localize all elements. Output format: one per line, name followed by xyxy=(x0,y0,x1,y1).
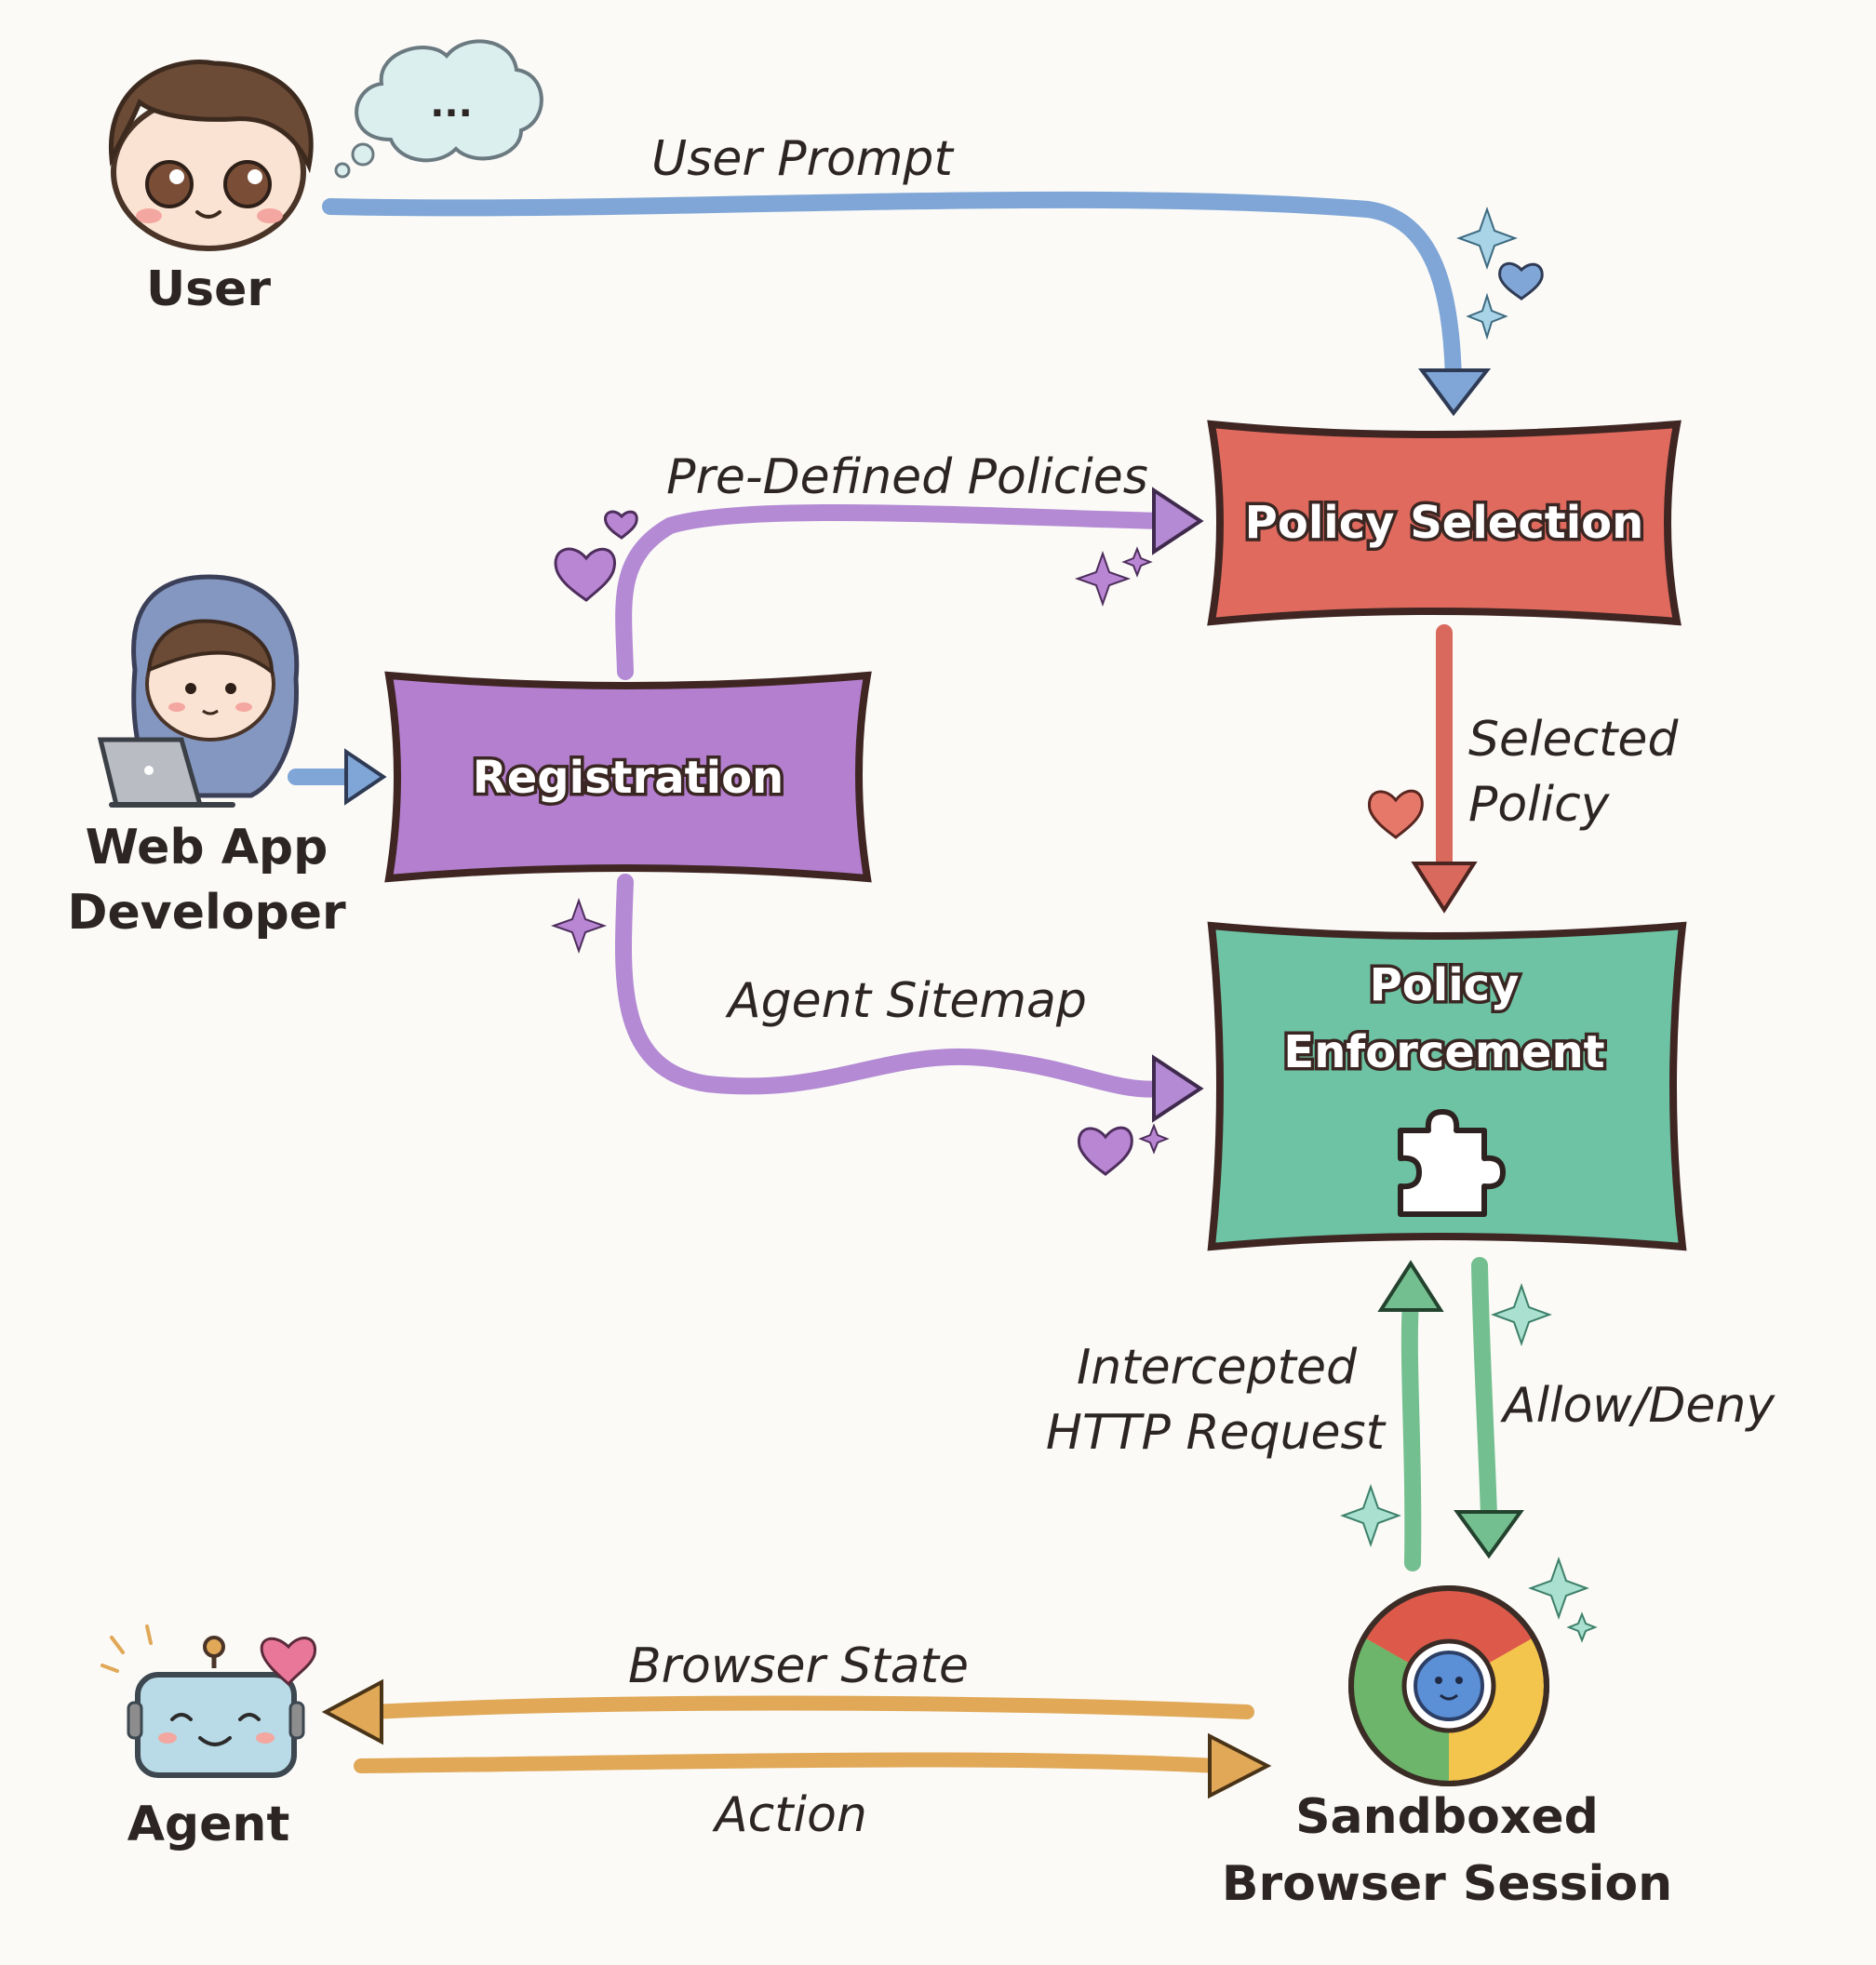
action-line xyxy=(354,1752,1226,1773)
browser-label-line2: Browser Session xyxy=(1222,1856,1672,1912)
allow-deny-label: Allow/Deny xyxy=(1500,1378,1776,1434)
developer-label-line1: Web App xyxy=(86,820,328,876)
sparkle-icon xyxy=(1138,1123,1170,1155)
intercepted-request-arrowhead xyxy=(1377,1260,1444,1312)
pre-defined-policies-arrow xyxy=(615,487,1204,680)
browser-state-arrow xyxy=(321,1678,1254,1745)
allow-deny-line xyxy=(1471,1257,1497,1525)
thought-bubble-text: ... xyxy=(430,83,473,126)
robot-agent-icon xyxy=(100,1624,305,1778)
allow-deny-arrowhead xyxy=(1454,1510,1524,1559)
heart-icon xyxy=(1078,1126,1133,1176)
heart-icon xyxy=(1368,789,1424,839)
intercepted-request-arrow xyxy=(1377,1260,1444,1571)
thought-bubble: ... xyxy=(334,39,543,179)
selected-policy-label-line2: Policy xyxy=(1468,777,1611,833)
sparkle-icon xyxy=(1466,292,1508,341)
sparkle-icon xyxy=(1074,550,1132,608)
browser-label-line1: Sandboxed xyxy=(1295,1789,1599,1845)
sparkle-icon xyxy=(1528,1556,1589,1621)
agent-label: Agent xyxy=(127,1797,290,1852)
sparkle-icon xyxy=(1121,546,1153,578)
chrome-browser-icon xyxy=(1348,1585,1549,1786)
action-arrowhead xyxy=(1208,1732,1272,1799)
registration-box xyxy=(384,671,872,883)
browser-actor: Sandboxed Browser Session xyxy=(1222,1585,1672,1912)
sparkle-icon xyxy=(1340,1483,1401,1548)
policy-enforcement-label-line2: Enforcement xyxy=(1283,1026,1604,1078)
policy-enforcement-node: Policy Enforcement xyxy=(1207,921,1687,1251)
pre-defined-policies-arrowhead xyxy=(1152,487,1204,555)
sparkle-icon xyxy=(550,897,608,955)
user-avatar-icon xyxy=(109,60,314,251)
heart-icon xyxy=(260,1637,316,1687)
policy-enforcement-label-line1: Policy xyxy=(1370,959,1520,1011)
heart-icon xyxy=(554,547,616,602)
user-prompt-label: User Prompt xyxy=(651,131,954,187)
agent-sitemap-line xyxy=(614,874,1172,1098)
heart-icon xyxy=(1498,261,1544,301)
registration-label: Registration xyxy=(473,752,784,804)
browser-state-arrowhead xyxy=(321,1678,383,1745)
developer-avatar-icon xyxy=(97,574,300,808)
sparkle-icon xyxy=(1491,1282,1552,1347)
developer-label-line2: Developer xyxy=(67,885,346,941)
user-actor: ... User xyxy=(109,39,543,317)
registration-node: Registration xyxy=(384,671,872,883)
action-label: Action xyxy=(712,1787,867,1843)
sparkle-icon xyxy=(1566,1611,1598,1643)
user-prompt-line xyxy=(322,191,1462,390)
user-prompt-arrow xyxy=(322,191,1492,417)
browser-state-label: Browser State xyxy=(628,1638,969,1694)
selected-policy-arrow xyxy=(1411,624,1478,914)
browser-state-line xyxy=(365,1695,1254,1719)
action-arrow xyxy=(354,1732,1272,1799)
intercepted-request-label-line1: Intercepted xyxy=(1077,1340,1358,1396)
user-label: User xyxy=(146,261,271,317)
pre-defined-policies-line xyxy=(615,503,1172,680)
policy-enforcement-box xyxy=(1207,921,1687,1251)
user-prompt-arrowhead xyxy=(1418,368,1492,417)
policy-selection-box xyxy=(1207,420,1682,626)
allow-deny-arrow xyxy=(1454,1257,1524,1559)
selected-policy-arrowhead xyxy=(1411,862,1478,914)
developer-to-registration-arrowhead xyxy=(344,748,387,806)
agent-sitemap-arrowhead xyxy=(1152,1054,1204,1123)
intercepted-request-line xyxy=(1400,1294,1422,1571)
intercepted-request-label-line2: HTTP Request xyxy=(1046,1405,1387,1461)
developer-to-registration-arrow xyxy=(288,748,387,806)
heart-icon xyxy=(604,510,638,540)
puzzle-piece-icon xyxy=(1398,1109,1506,1217)
sparkle-icon xyxy=(1456,206,1518,271)
agent-actor: Agent xyxy=(100,1624,316,1852)
policy-selection-node: Policy Selection xyxy=(1207,420,1682,626)
policy-selection-label: Policy Selection xyxy=(1245,497,1644,549)
agent-sitemap-arrow xyxy=(614,874,1204,1123)
pre-defined-policies-label: Pre-Defined Policies xyxy=(666,449,1148,505)
developer-actor: Web App Developer xyxy=(67,574,346,941)
decorations xyxy=(550,206,1598,1643)
selected-policy-label-line1: Selected xyxy=(1468,712,1679,768)
agent-sitemap-label: Agent Sitemap xyxy=(725,973,1087,1029)
